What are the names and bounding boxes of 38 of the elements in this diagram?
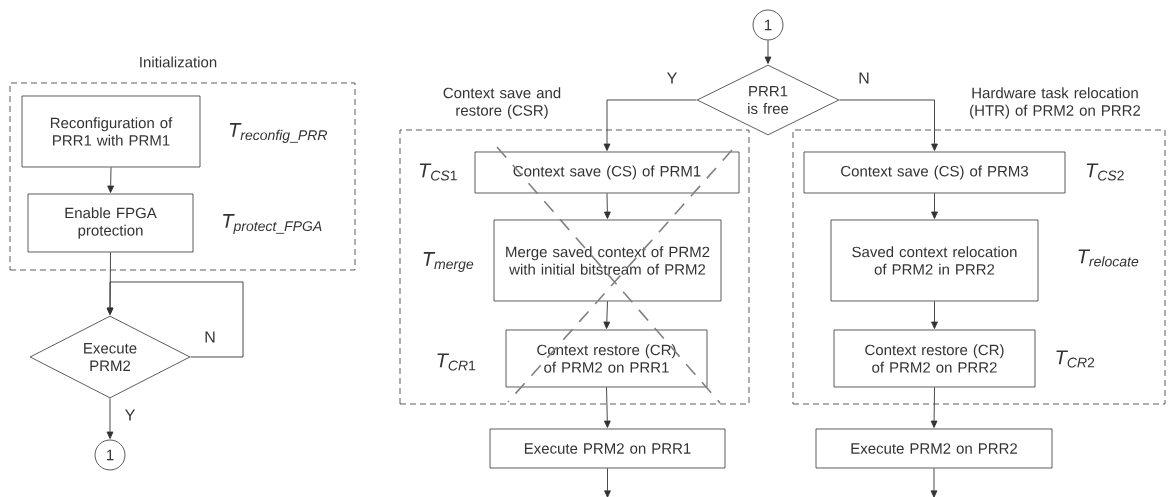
group-title: Context save and restore (CSR) xyxy=(443,87,561,119)
edge-label: N xyxy=(859,72,869,84)
arrow xyxy=(106,397,114,439)
arrow xyxy=(930,467,938,497)
duration-label: $T_{CS2}$ xyxy=(1086,163,1124,181)
duration-label: $T_{merge}$ xyxy=(423,252,474,272)
arrow xyxy=(107,166,115,193)
arrow xyxy=(604,467,611,497)
duration-label: $T_{reconfig\_PRR}$ xyxy=(229,123,327,143)
edge-label: Y xyxy=(667,72,677,84)
arrow xyxy=(106,281,244,358)
arrow xyxy=(930,386,938,428)
process-box: Execute PRM2 on PRR1 xyxy=(489,428,726,469)
group-title: Hardware task relocation (HTR) of PRM2 on PRR2 xyxy=(970,87,1141,119)
arrow xyxy=(931,192,938,219)
duration-label: $T_{CR2}$ xyxy=(1056,350,1095,368)
arrow xyxy=(603,99,698,151)
arrow xyxy=(931,300,938,329)
process-box: Enable FPGA protection xyxy=(27,193,194,253)
process-box: Context restore (CR) of PRM2 on PRR2 xyxy=(833,329,1036,388)
group-title: Initialization xyxy=(140,56,217,68)
process-box: Reconfiguration of PRR1 with PRM1 xyxy=(21,95,201,168)
process-box: Execute PRM2 on PRR2 xyxy=(815,428,1053,469)
process-box: Saved context relocation of PRM2 in PRR2 xyxy=(830,219,1039,302)
duration-label: $T_{CR1}$ xyxy=(437,353,476,371)
process-box: Merge saved context of PRM2 with initial bitstream of PRM2 xyxy=(493,219,722,302)
edge-label: Y xyxy=(125,409,135,421)
duration-label: $T_{relocate}$ xyxy=(1078,249,1139,267)
duration-label: $T_{CS1}$ xyxy=(419,163,457,181)
arrow xyxy=(838,99,938,151)
process-box: Context restore (CR) of PRM2 on PRR1 xyxy=(505,329,708,388)
arrow xyxy=(603,300,611,329)
duration-label: $T_{protect\_FPGA}$ xyxy=(223,214,322,234)
arrow xyxy=(603,386,611,428)
arrow xyxy=(764,39,772,64)
edge-label: N xyxy=(205,331,215,343)
process-box: Context save (CS) of PRM3 xyxy=(803,151,1066,194)
arrow xyxy=(604,192,611,219)
